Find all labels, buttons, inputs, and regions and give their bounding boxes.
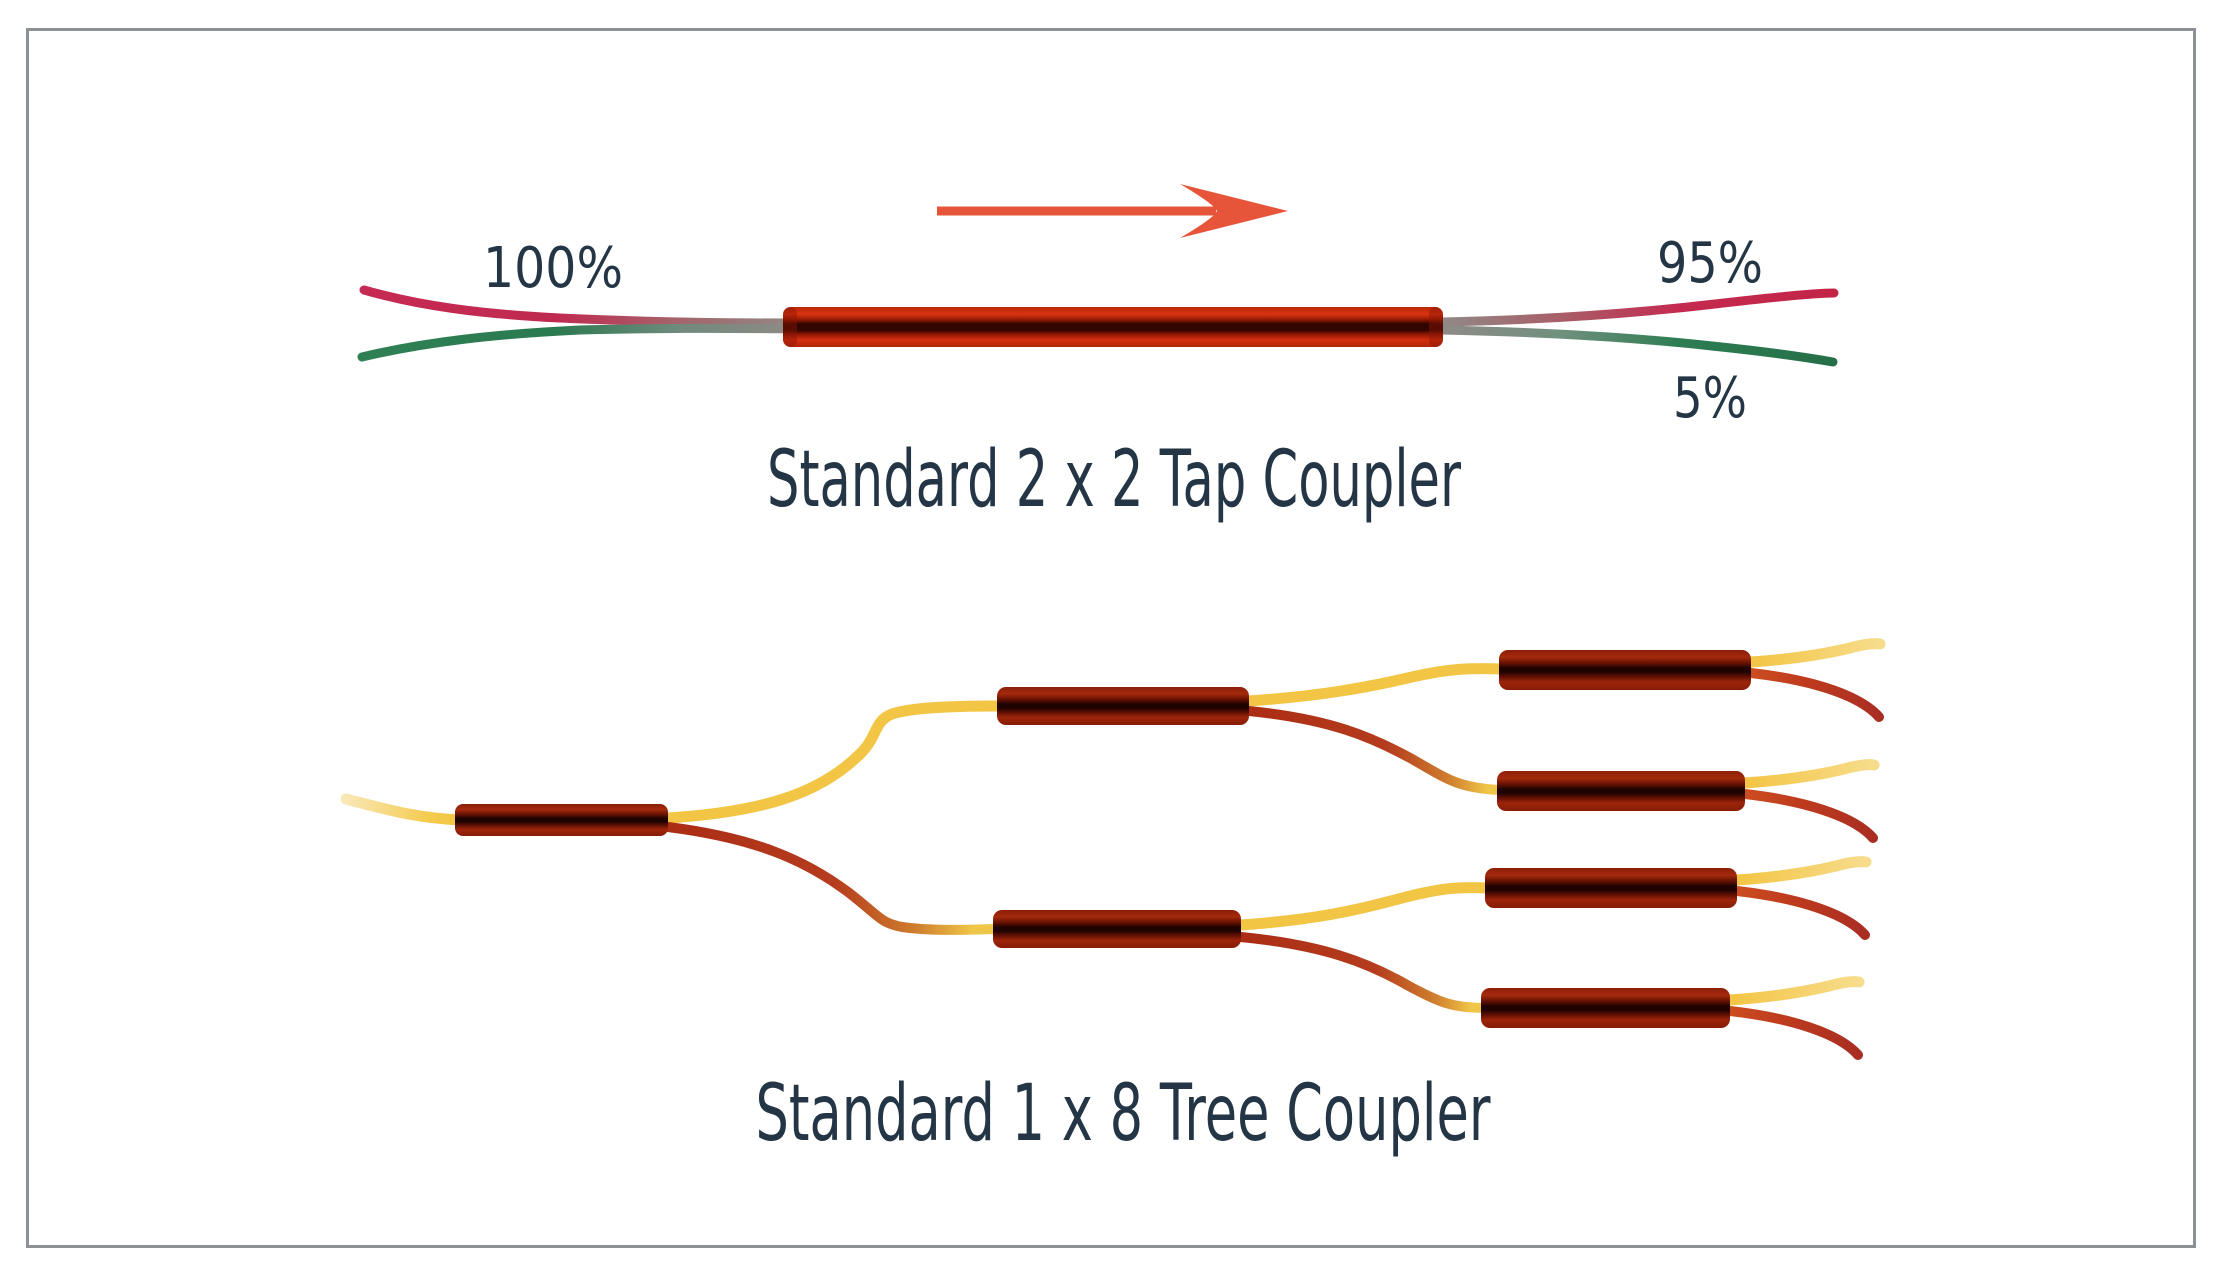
tree-input-fiber — [340, 793, 466, 826]
tap-input-fiber-crimson — [359, 285, 800, 328]
tree-output6-red — [1732, 886, 1870, 940]
tree-s2a-to-s3b-red — [1244, 706, 1505, 795]
tree-output5-yellow — [1731, 856, 1872, 886]
tap-through-output-label: 95% — [1657, 231, 1763, 296]
tree-output3-yellow — [1739, 759, 1880, 789]
tree-s2a-to-s3a-yellow — [1243, 663, 1508, 707]
tree-coupler-group: Standard 1 x 8 Tree Coupler — [340, 638, 1886, 1159]
tap-coupler-group: 100% 95% 5% Standard 2 x 2 Tap Coupler — [357, 184, 1839, 525]
tree-coupler-stage3-1 — [1499, 650, 1751, 690]
tap-output-fiber-green — [1436, 325, 1838, 367]
tree-coupler-stage2-top — [997, 687, 1249, 725]
tree-s1-output-yellow — [662, 700, 1003, 824]
tap-tap-output-label: 5% — [1673, 366, 1747, 431]
tap-input-fiber-green — [357, 323, 800, 362]
tree-coupler-title: Standard 1 x 8 Tree Coupler — [756, 1069, 1492, 1159]
tree-output7-yellow — [1724, 976, 1865, 1006]
tree-coupler-stage1 — [455, 804, 668, 836]
tap-coupler-title: Standard 2 x 2 Tap Coupler — [767, 435, 1462, 525]
tree-s2b-to-s3d-red — [1236, 932, 1489, 1013]
flow-arrow-head — [1180, 184, 1288, 238]
tap-coupler-body — [783, 307, 1443, 347]
tap-coupler-end-cap-left — [783, 307, 797, 347]
tree-coupler-stage3-2 — [1497, 771, 1745, 811]
tree-s1-output-red — [663, 822, 1002, 935]
tap-output-fiber-crimson — [1436, 288, 1839, 327]
frame-border — [26, 28, 2196, 1248]
tap-coupler-end-cap-right — [1429, 307, 1443, 347]
tap-input-label: 100% — [483, 236, 623, 301]
tree-output4-red — [1740, 789, 1878, 843]
tree-output2-red — [1746, 668, 1884, 722]
tree-output8-red — [1725, 1006, 1863, 1060]
tree-coupler-stage3-3 — [1485, 868, 1737, 908]
tree-coupler-stage3-4 — [1481, 988, 1730, 1028]
tree-coupler-stage2-bottom — [993, 910, 1241, 948]
tree-output1-yellow — [1745, 638, 1886, 668]
tree-s2b-to-s3c-yellow — [1235, 882, 1494, 931]
